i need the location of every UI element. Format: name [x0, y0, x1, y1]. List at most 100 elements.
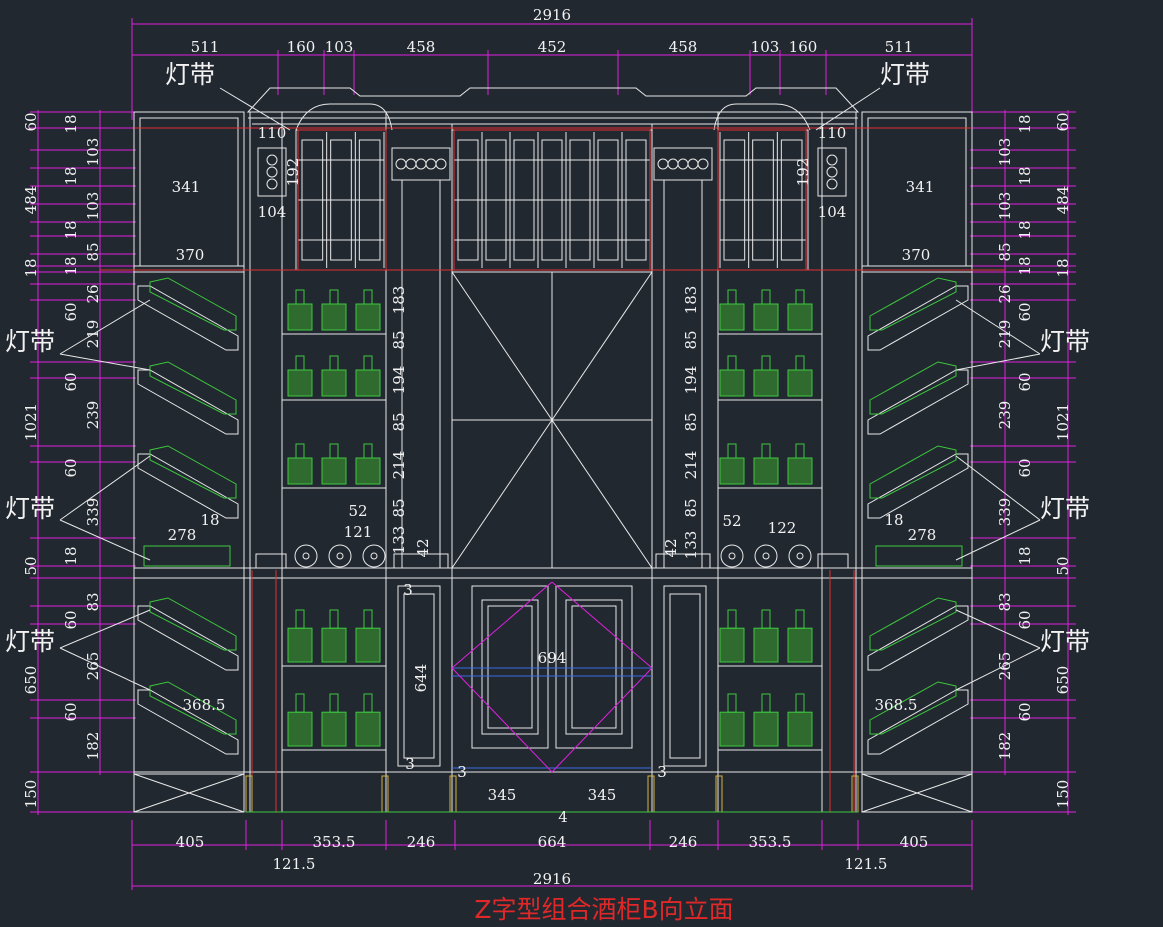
wine-bottle [321, 711, 347, 747]
right-inner-dimension: 60 [1016, 458, 1034, 477]
bottle-neck [761, 609, 771, 629]
shelf-width: 370 [176, 246, 205, 264]
detail-dimension: 42 [662, 538, 680, 557]
bottle-end [328, 544, 352, 568]
bottle-neck [795, 693, 805, 713]
right-outer-dimension: 484 [1054, 186, 1072, 215]
top-dimension: 160 [789, 38, 818, 56]
shelf-width: 341 [172, 178, 201, 196]
bottle-neck [727, 443, 737, 459]
right-outer-dimension: 150 [1054, 780, 1072, 809]
detail-dimension: 278 [908, 526, 937, 544]
detail-dimension: 18 [884, 511, 903, 529]
light-strip-label: 灯带 [5, 627, 55, 656]
detail-dimension: 110 [818, 124, 847, 142]
wine-bottle [787, 303, 813, 331]
bottle-neck [329, 355, 339, 371]
detail-dimension: 85 [682, 330, 700, 349]
bottle-neck [295, 693, 305, 713]
detail-dimension: 368.5 [183, 696, 226, 714]
top-dimension: 458 [407, 38, 436, 56]
detail-dimension: 694 [538, 649, 567, 667]
wine-bottle [787, 457, 813, 485]
bottle-neck [295, 609, 305, 629]
bottle-neck [761, 693, 771, 713]
right-inner-dimension: 18 [1016, 546, 1034, 565]
bottom-dimension: 353.5 [313, 833, 356, 851]
bottom-dimension: 405 [900, 833, 929, 851]
slanted-display-shelves [137, 277, 969, 755]
left-inner-dimension: 18 [62, 546, 80, 565]
right-inner-dimension: 265 [996, 652, 1014, 681]
wine-bottle [753, 457, 779, 485]
display-bottle [149, 361, 237, 415]
wine-bottle [287, 711, 313, 747]
leader-line [59, 299, 151, 355]
wine-bottle [787, 627, 813, 663]
detail-dimension: 52 [722, 512, 741, 530]
bottle-neck [295, 443, 305, 459]
display-bottle [869, 445, 957, 499]
capital-ornament [266, 166, 278, 178]
shelf-width: 341 [906, 178, 935, 196]
bottle-neck [727, 355, 737, 371]
lying-bottle [143, 545, 231, 567]
right-outer-dimension: 650 [1054, 666, 1072, 695]
bottle-end [720, 544, 744, 568]
left-outer-dimension: 150 [22, 780, 40, 809]
light-strip-label: 灯带 [5, 494, 55, 523]
detail-dimension: 214 [390, 451, 408, 480]
capital-ornament [425, 158, 437, 170]
left-inner-dimension: 18 [62, 256, 80, 275]
bottle-neck [363, 443, 373, 459]
drawing-title: Z字型组合酒柜B向立面 [474, 895, 733, 924]
wine-bottle [753, 711, 779, 747]
wine-bottle [719, 369, 745, 397]
overall-width-top: 2916 [533, 6, 571, 24]
top-dimension: 511 [885, 38, 914, 56]
right-inner-dimension: 339 [996, 498, 1014, 527]
leader-line [955, 519, 1041, 561]
slanted-shelf [137, 285, 239, 351]
bottle-neck [795, 289, 805, 305]
detail-dimension: 368.5 [875, 696, 918, 714]
wine-bottle [321, 627, 347, 663]
wine-bottle [753, 303, 779, 331]
left-inner-dimension: 60 [62, 302, 80, 321]
bottle-neck [329, 693, 339, 713]
detail-dimension: 104 [818, 203, 847, 221]
detail-dimension: 85 [390, 330, 408, 349]
bottle-neck [295, 289, 305, 305]
top-dimension: 103 [751, 38, 780, 56]
wine-bottle [355, 303, 381, 331]
detail-dimension: 214 [682, 451, 700, 480]
bottle-neck [363, 355, 373, 371]
bottle-end [294, 544, 318, 568]
capital-ornament [677, 158, 689, 170]
left-inner-dimension: 182 [84, 732, 102, 761]
left-inner-dimension: 83 [84, 592, 102, 611]
left-inner-dimension: 339 [84, 498, 102, 527]
bottom-sub-dimension: 121.5 [845, 855, 888, 873]
light-strip-label: 灯带 [165, 60, 215, 89]
display-bottle [149, 681, 237, 735]
detail-dimension: 192 [284, 158, 302, 187]
detail-dimension: 3 [405, 755, 415, 773]
bottle-end [362, 544, 386, 568]
display-bottle [869, 597, 957, 651]
leader-line [59, 519, 151, 561]
capital-ornament [687, 158, 699, 170]
light-strip-label: 灯带 [5, 327, 55, 356]
slanted-shelf [867, 285, 969, 351]
right-inner-dimension: 18 [1016, 256, 1034, 275]
right-outer-dimension: 18 [1054, 258, 1072, 277]
bottle-neck [795, 355, 805, 371]
detail-dimension: 3 [457, 763, 467, 781]
detail-dimension: 110 [258, 124, 287, 142]
wine-bottle [787, 369, 813, 397]
left-inner-dimension: 26 [84, 284, 102, 303]
light-strip-label: 灯带 [1040, 327, 1090, 356]
wine-bottle-racks [143, 289, 963, 751]
